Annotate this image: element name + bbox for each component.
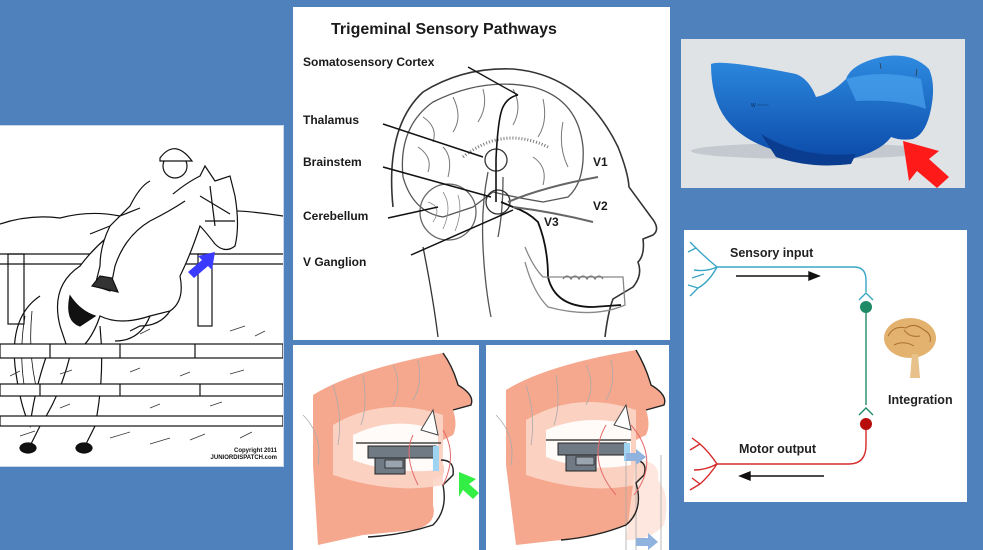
mouthguard-photo: W ~~~~ bbox=[681, 39, 965, 188]
forward-arrow-icon-bottom bbox=[636, 533, 658, 550]
label-v1: V1 bbox=[593, 155, 608, 169]
label-cerebellum: Cerebellum bbox=[303, 209, 369, 223]
label-v3: V3 bbox=[544, 215, 559, 229]
trigeminal-pathways-diagram: Trigeminal Sensory Pathways Somatosensor… bbox=[293, 7, 670, 340]
reflex-loop-drawing bbox=[687, 241, 936, 491]
label-thalamus: Thalamus bbox=[303, 113, 360, 127]
motor-node-icon bbox=[860, 418, 872, 430]
integration-label: Integration bbox=[888, 393, 953, 407]
jaw-cross-section-1 bbox=[302, 352, 479, 545]
sensory-input-label: Sensory input bbox=[730, 246, 814, 260]
diagram-title: Trigeminal Sensory Pathways bbox=[331, 21, 557, 38]
label-v2: V2 bbox=[593, 199, 608, 213]
integration-node-icon bbox=[860, 301, 872, 313]
green-arrow-icon bbox=[459, 472, 479, 499]
jaw-appliance-diagram-2 bbox=[486, 345, 669, 550]
red-arrow-icon bbox=[903, 141, 949, 188]
blue-arrow-icon bbox=[188, 252, 215, 278]
mouthguard-image: W ~~~~ bbox=[691, 55, 949, 188]
label-somatosensory-cortex: Somatosensory Cortex bbox=[303, 55, 435, 69]
horse-drawing bbox=[0, 148, 283, 454]
copyright-line-2: JUNIORDISPATCH.com bbox=[210, 455, 277, 461]
head-brain-drawing bbox=[382, 66, 658, 338]
jaw-appliance-diagram-1 bbox=[293, 345, 479, 550]
label-brainstem: Brainstem bbox=[303, 155, 362, 169]
reflex-loop-diagram: Sensory input Integration Motor output bbox=[684, 230, 967, 502]
jaw-cross-section-2 bbox=[495, 349, 667, 550]
motor-output-label: Motor output bbox=[739, 442, 817, 456]
label-v-ganglion: V Ganglion bbox=[303, 255, 367, 269]
copyright-line-1: Copyright 2011 bbox=[233, 448, 277, 454]
horse-jump-illustration: Copyright 2011 JUNIORDISPATCH.com bbox=[0, 126, 283, 466]
svg-text:W ~~~~: W ~~~~ bbox=[751, 103, 769, 109]
brain-icon bbox=[884, 318, 936, 378]
forward-arrow-icon bbox=[626, 449, 646, 465]
copyright-text: Copyright 2011 JUNIORDISPATCH.com bbox=[211, 448, 277, 462]
